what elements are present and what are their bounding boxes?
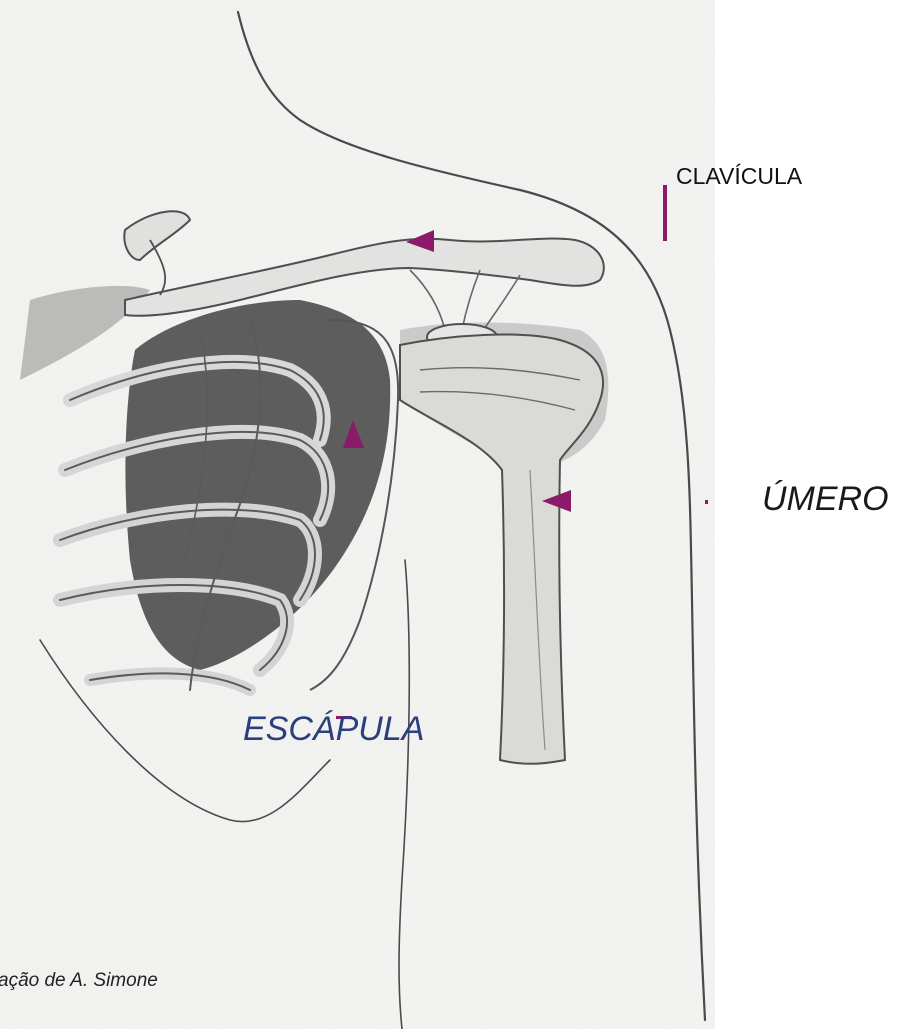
umero-pointer-tick [705, 500, 708, 504]
label-escapula: ESCÁPULA [243, 712, 424, 746]
clavicula-pointer-line [663, 185, 667, 241]
label-umero: ÚMERO [762, 482, 889, 516]
illustration-credit: ação de A. Simone [0, 971, 158, 990]
label-clavicula: CLAVÍCULA [676, 165, 802, 188]
